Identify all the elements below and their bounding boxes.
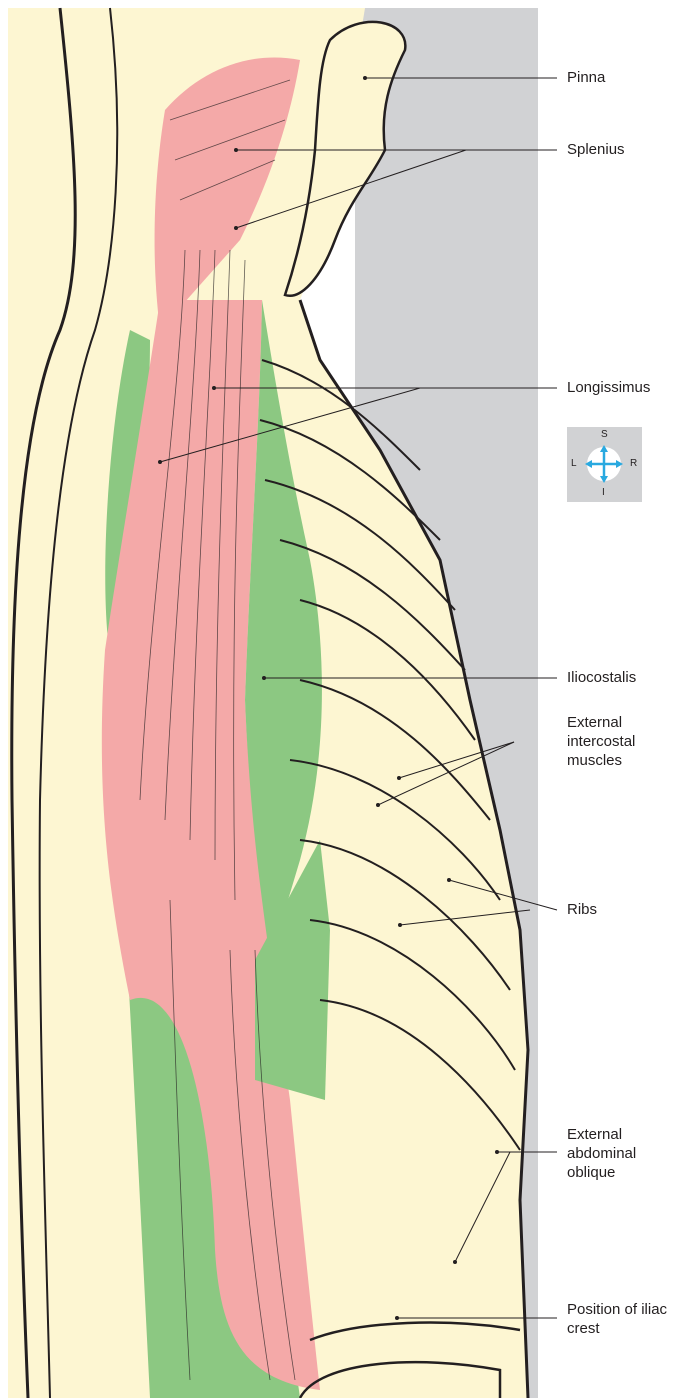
label-pinna: Pinna bbox=[567, 68, 605, 87]
label-iliac-crest: Position of iliac crest bbox=[567, 1300, 667, 1338]
label-external-abdominal-oblique: External abdominal oblique bbox=[567, 1125, 636, 1182]
compass-left: L bbox=[571, 458, 577, 469]
label-ribs: Ribs bbox=[567, 900, 597, 919]
compass-right: R bbox=[630, 458, 637, 469]
label-line: intercostal bbox=[567, 732, 635, 751]
label-external-intercostal: External intercostal muscles bbox=[567, 713, 635, 770]
label-line: abdominal bbox=[567, 1144, 636, 1163]
label-iliocostalis: Iliocostalis bbox=[567, 668, 636, 687]
label-line: crest bbox=[567, 1319, 667, 1338]
label-line: External bbox=[567, 713, 635, 732]
label-line: muscles bbox=[567, 751, 635, 770]
label-line: Position of iliac bbox=[567, 1300, 667, 1319]
compass-superior: S bbox=[601, 429, 608, 440]
label-longissimus: Longissimus bbox=[567, 378, 650, 397]
label-line: oblique bbox=[567, 1163, 636, 1182]
label-line: External bbox=[567, 1125, 636, 1144]
label-splenius: Splenius bbox=[567, 140, 625, 159]
compass-inferior: I bbox=[602, 487, 605, 498]
